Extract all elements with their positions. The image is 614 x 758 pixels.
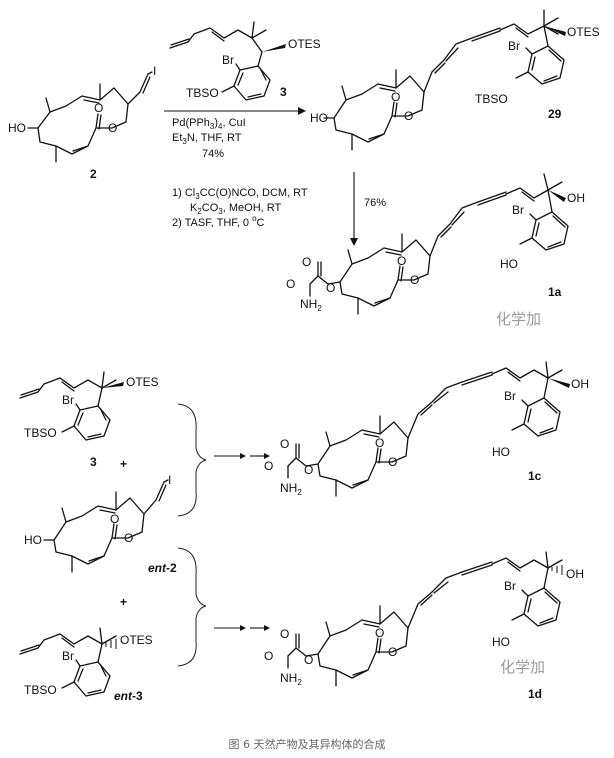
- step1-conditions-line2: Et3N, THF, RT: [172, 132, 242, 146]
- tbso-label: TBSO: [186, 86, 219, 100]
- o-ring-label-1c: O: [388, 455, 397, 469]
- compound-label-3-bottom: 3: [90, 455, 97, 469]
- ho-label-1d: HO: [492, 635, 510, 649]
- reaction-arrow-1: [164, 107, 306, 115]
- carbamate-o2-label: O: [286, 277, 295, 291]
- o-ring-label: O: [108, 121, 117, 135]
- br-label-ent3: Br: [62, 649, 74, 663]
- o-label-1d: O: [375, 626, 384, 640]
- reaction-arrow-2: [350, 172, 358, 246]
- iodo-label-ent2: I: [168, 473, 171, 487]
- compound-2-structure: [27, 71, 153, 163]
- carbamate-o2-label-1c: O: [264, 459, 273, 473]
- watermark-top: 化学加: [496, 311, 541, 328]
- o-ring-label-1d: O: [388, 645, 397, 659]
- o-label: O: [94, 101, 103, 115]
- step2-conditions-line1: 1) Cl3CC(O)NCO, DCM, RT: [172, 187, 308, 201]
- o-label-1a: O: [397, 254, 406, 268]
- figure-caption: 图 6 天然产物及其异构体的合成: [228, 738, 386, 751]
- step2-conditions-line3: 2) TASF, THF, 0 oC: [172, 214, 265, 229]
- compound-1d-structure: [287, 551, 563, 687]
- o-label-29: O: [391, 90, 400, 104]
- plus-sign-2: +: [120, 595, 127, 609]
- nh2-label-1c: NH2: [280, 481, 302, 497]
- compound-label-1a: 1a: [548, 285, 562, 299]
- reaction-arrow-4: [214, 625, 270, 631]
- o-ring-label-ent2: O: [124, 531, 133, 545]
- ho-label-ent2: HO: [24, 533, 42, 547]
- otes-label-b3: OTES: [126, 375, 159, 389]
- compound-1a-structure: [309, 173, 569, 315]
- oh-label-1a: OH: [567, 191, 585, 205]
- compound-ent-3-structure: [19, 627, 117, 697]
- ho-label: HO: [8, 121, 26, 135]
- br-label-1d: Br: [504, 579, 516, 593]
- carbamate-o-label-1c: O: [280, 437, 289, 451]
- ho-label-1c: HO: [492, 445, 510, 459]
- tbso-label-b3: TBSO: [24, 426, 57, 440]
- nh2-label-1d: NH2: [280, 671, 302, 687]
- br-label-b3: Br: [62, 393, 74, 407]
- compound-label-2: 2: [90, 167, 97, 181]
- carbamate-o-label: O: [302, 255, 311, 269]
- iodo-label: I: [153, 64, 156, 78]
- o-link-1a: O: [326, 281, 335, 295]
- ho-label-1a: HO: [500, 257, 518, 271]
- br-label-1a: Br: [512, 203, 524, 217]
- carbamate-o2-label-1d: O: [264, 649, 273, 663]
- reaction-arrow-3: [214, 453, 270, 459]
- compound-1c-structure: [287, 361, 570, 497]
- otes-label: OTES: [288, 37, 321, 51]
- plus-sign-1: +: [120, 457, 127, 471]
- nh2-label-1a: NH2: [300, 297, 322, 313]
- o-ring-label-1a: O: [410, 273, 419, 287]
- compound-label-29: 29: [548, 107, 562, 121]
- compound-label-ent-3: ent-3: [114, 689, 143, 703]
- compound-label-3: 3: [280, 85, 287, 99]
- br-label-1c: Br: [504, 389, 516, 403]
- watermark-bottom: 化学加: [500, 659, 545, 676]
- o-label-ent2: O: [110, 512, 119, 526]
- carbamate-o-label-1d: O: [280, 627, 289, 641]
- o-link-1c: O: [304, 463, 313, 477]
- ho-label-29: HO: [310, 111, 328, 125]
- o-label-1c: O: [375, 436, 384, 450]
- tbso-label-29: TBSO: [475, 92, 508, 106]
- brace-top: [177, 403, 207, 517]
- otes-label-ent3: OTES: [120, 633, 153, 647]
- compound-29-structure: [323, 9, 566, 151]
- compound-label-ent-2: ent-2: [148, 561, 177, 575]
- br-label-29: Br: [508, 39, 520, 53]
- compound-ent-2-structure: [43, 479, 169, 573]
- step1-yield: 74%: [202, 148, 224, 160]
- compound-label-1c: 1c: [528, 469, 542, 483]
- brace-bottom: [177, 547, 207, 667]
- step2-yield: 76%: [364, 197, 386, 209]
- br-label: Br: [222, 53, 234, 67]
- compound-3-top-structure: [169, 21, 286, 101]
- compound-3-bottom-structure: [19, 371, 124, 441]
- step1-conditions-line1: Pd(PPh3)4, CuI: [172, 117, 246, 131]
- compound-label-1d: 1d: [528, 687, 542, 701]
- o-link-1d: O: [304, 653, 313, 667]
- o-ring-label-29: O: [404, 109, 413, 123]
- tbso-label-ent3: TBSO: [24, 683, 57, 697]
- oh-label-1d: OH: [566, 567, 584, 581]
- otes-label-29: OTES: [567, 25, 600, 39]
- oh-label-1c: OH: [571, 377, 589, 391]
- step2-conditions-line2: K2CO3, MeOH, RT: [190, 202, 282, 216]
